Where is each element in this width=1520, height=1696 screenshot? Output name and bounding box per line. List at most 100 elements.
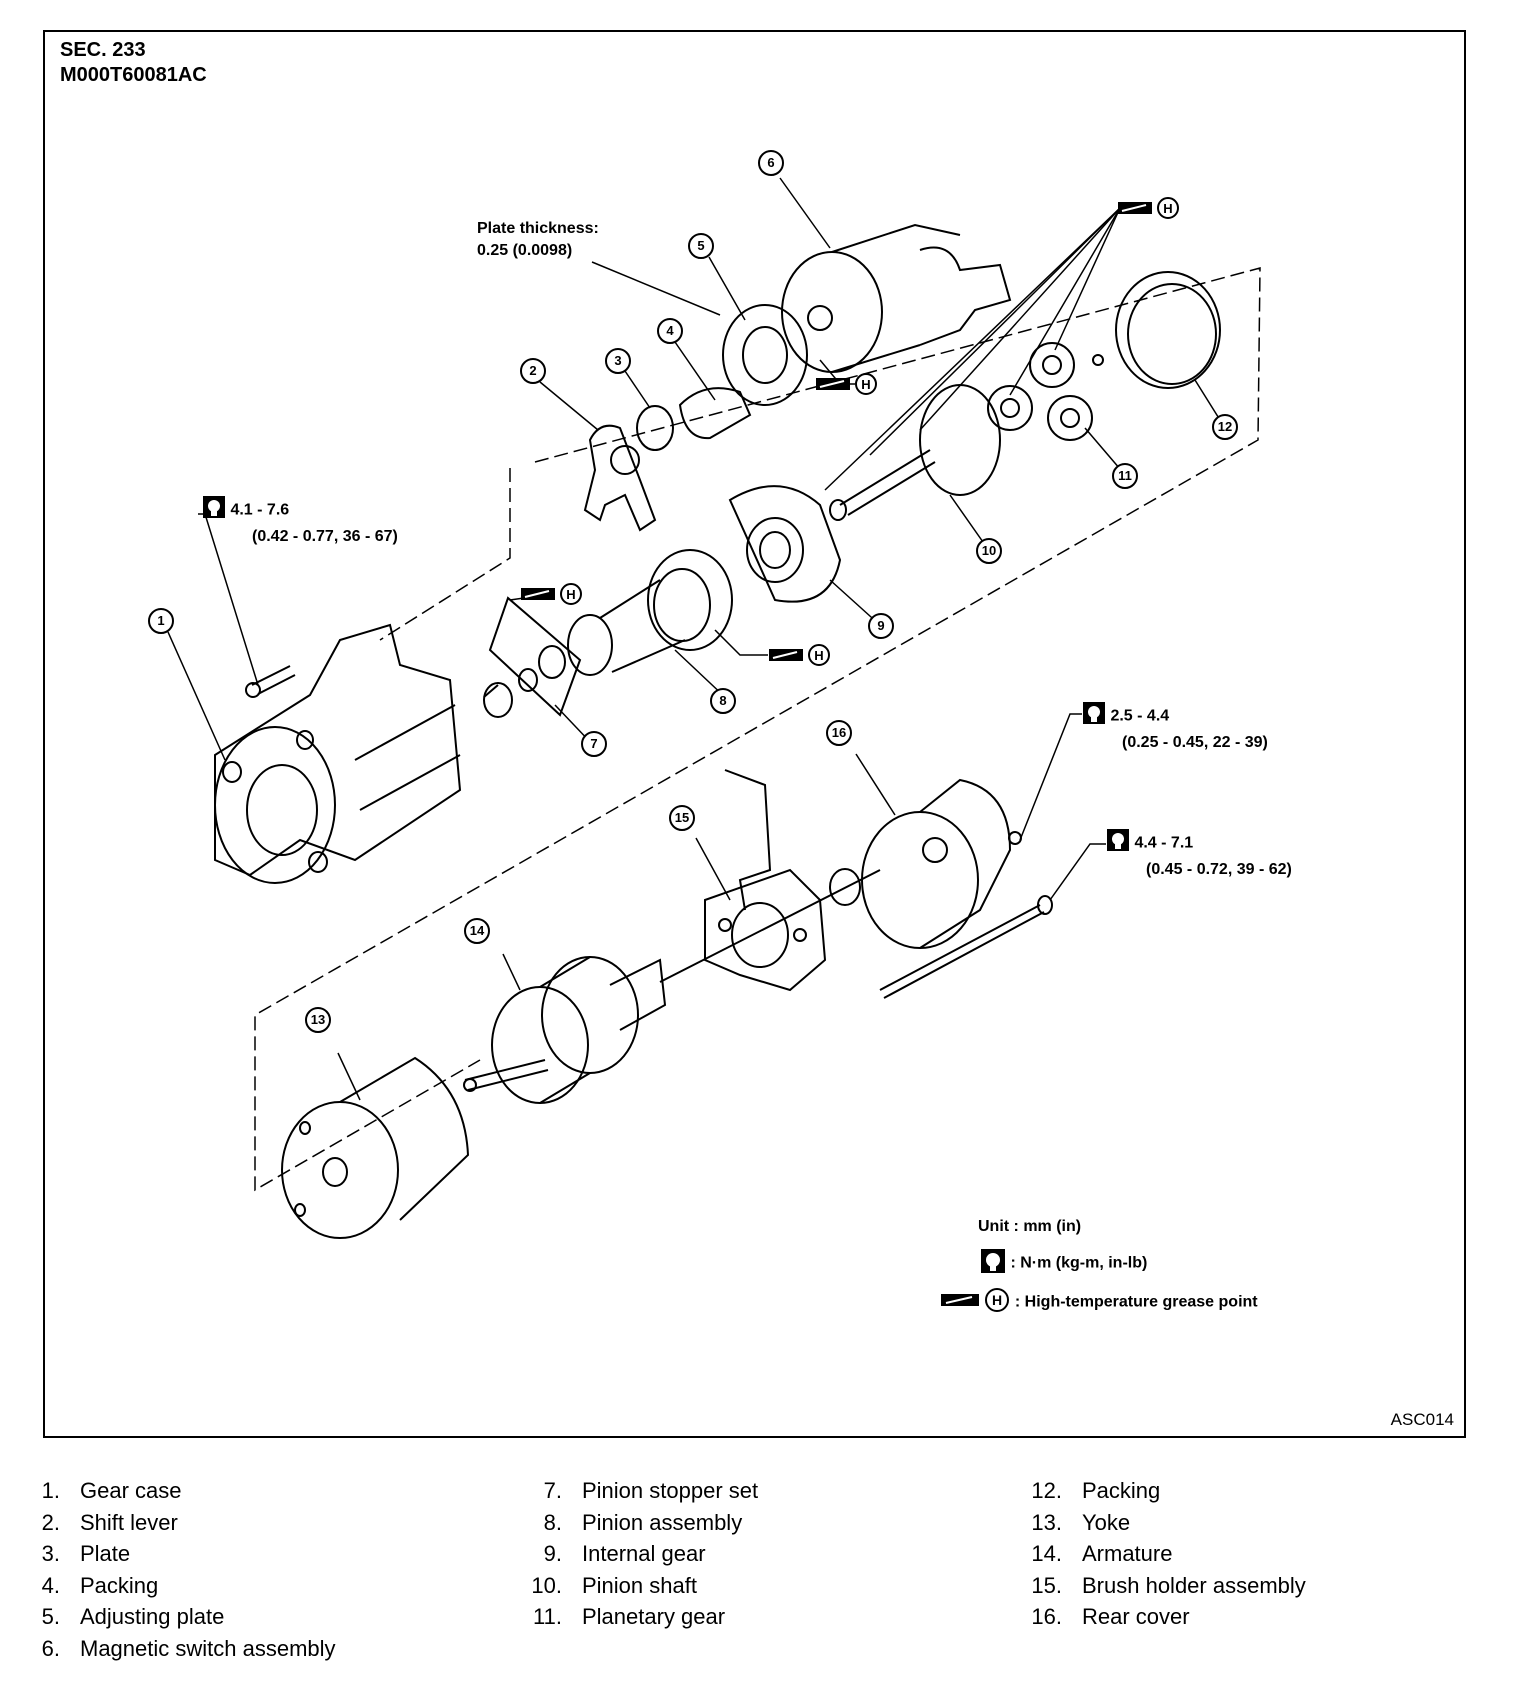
torque-callout-1: 4.1 - 7.6 (0.42 - 0.77, 36 - 67) — [202, 495, 398, 548]
yoke-drawing — [281, 1056, 470, 1239]
grease-marker-1: H — [1117, 196, 1180, 220]
part-name: Armature — [1082, 1541, 1173, 1566]
pinion-shaft-drawing — [829, 384, 1001, 521]
grease-h-circle-icon: H — [984, 1287, 1010, 1318]
rear-cover-drawing — [861, 778, 1022, 949]
parts-list-item: 10.Pinion shaft — [512, 1570, 758, 1602]
parts-list-col2: 7. Pinion stopper set 8. Pinion assembly 9. I… — [512, 1475, 758, 1633]
torque-unit-legend: : N·m (kg-m, in-lb) — [980, 1248, 1147, 1279]
part-number: 8. — [543, 1509, 562, 1535]
shift-lever-drawing — [583, 424, 657, 532]
callout-3: 3 — [605, 348, 631, 374]
torque-callout-3: 4.4 - 7.1 (0.45 - 0.72, 39 - 62) — [1106, 828, 1292, 881]
grease-gun-icon — [816, 378, 850, 390]
torque-wrench-icon — [980, 1248, 1006, 1279]
diagram-frame — [43, 30, 1466, 1438]
torque-range: 2.5 - 4.4 — [1110, 707, 1170, 725]
part-number: 15. — [1031, 1572, 1062, 1598]
torque-unit-text: : N·m (kg-m, in-lb) — [1010, 1254, 1148, 1272]
parts-list-item: 14.Armature — [1012, 1538, 1306, 1570]
parts-list-item: 15. Brush holder assembly — [1012, 1570, 1306, 1602]
part-number: 9. — [543, 1541, 562, 1566]
parts-list-item: 13.Yoke — [1012, 1507, 1306, 1539]
section-number: SEC. 233 — [60, 39, 146, 61]
pinion-assembly-drawing — [567, 549, 733, 676]
gear-case-drawing — [214, 623, 462, 884]
planetary-gears-drawing — [987, 342, 1093, 441]
part-name: Pinion shaft — [582, 1572, 697, 1598]
parts-list-item: 8. Pinion assembly — [512, 1507, 758, 1539]
svg-text:H: H — [814, 648, 823, 663]
parts-list-item: 9. Internal gear — [512, 1538, 758, 1570]
part-name: Internal gear — [582, 1541, 706, 1566]
bushing-drawing — [483, 682, 513, 718]
part-number: 6. — [41, 1635, 60, 1661]
grease-legend: H : High-temperature grease point — [940, 1287, 1258, 1318]
part-name: Pinion stopper set — [582, 1478, 759, 1503]
part-number: 12. — [1031, 1478, 1062, 1503]
packing-drawing — [678, 387, 752, 440]
callout-2: 2 — [520, 358, 546, 384]
part-name: Pinion assembly — [582, 1509, 743, 1535]
adjusting-plate-drawing — [722, 304, 808, 406]
callout-7: 7 — [581, 731, 607, 757]
pinion-stopper-drawing — [488, 596, 582, 717]
grease-h-circle-icon: H — [855, 373, 877, 395]
torque-range: 4.4 - 7.1 — [1134, 834, 1194, 852]
grease-gun-icon — [521, 588, 555, 600]
part-name: Planetary gear — [582, 1604, 726, 1629]
parts-list-item: 1.Gear case — [10, 1475, 336, 1507]
parts-list-item: 4.Packing — [10, 1570, 336, 1602]
leader-lines — [167, 177, 1226, 1101]
section-header: SEC. 233 M000T60081AC — [60, 38, 207, 88]
callout-11: 11 — [1112, 463, 1138, 489]
grease-h-circle-icon: H — [808, 644, 830, 666]
unit-note: Unit : mm (in) — [978, 1218, 1082, 1235]
grease-legend-text: : High-temperature grease point — [1014, 1293, 1258, 1311]
part-number: 11. — [533, 1604, 562, 1629]
callout-13: 13 — [305, 1007, 331, 1033]
plate-thickness-note: Plate thickness: 0.25 (0.0098) — [477, 218, 599, 262]
plate-thickness-label: Plate thickness: — [477, 220, 599, 237]
parts-list-item: 11. Planetary gear — [512, 1601, 758, 1633]
svg-text:H: H — [566, 587, 575, 602]
callout-12: 12 — [1212, 414, 1238, 440]
through-bolt-drawing — [879, 895, 1053, 999]
parts-list-item: 2.Shift lever — [10, 1507, 336, 1539]
part-name: Adjusting plate — [80, 1604, 225, 1629]
torque-wrench-icon — [1106, 828, 1130, 859]
part-number: 7. — [543, 1478, 562, 1503]
part-number: 3. — [41, 1541, 60, 1566]
part-number: 13. — [1031, 1509, 1062, 1535]
torque-wrench-icon — [202, 495, 226, 526]
part-name: Packing — [1082, 1478, 1161, 1503]
armature-drawing — [463, 869, 881, 1104]
callout-1: 1 — [148, 608, 174, 634]
part-name: Brush holder assembly — [1082, 1572, 1306, 1598]
callout-6: 6 — [758, 150, 784, 176]
torque-detail: (0.42 - 0.77, 36 - 67) — [252, 528, 398, 545]
part-name: Rear cover — [1082, 1604, 1190, 1629]
part-name: Packing — [80, 1572, 159, 1598]
packing-ring-drawing — [1092, 271, 1221, 389]
grease-h-circle-icon: H — [1157, 197, 1179, 219]
brush-holder-drawing — [704, 769, 861, 992]
grease-marker-letter: H — [992, 1292, 1002, 1308]
magnetic-switch-drawing — [781, 223, 1012, 373]
figure-code: M000T60081AC — [60, 64, 207, 86]
grease-marker-4: H — [768, 643, 831, 667]
parts-list-item: 12. Packing — [1012, 1475, 1306, 1507]
part-name: Magnetic switch assembly — [80, 1635, 336, 1661]
part-name: Plate — [80, 1541, 131, 1566]
torque-wrench-icon — [1082, 701, 1106, 732]
callout-14: 14 — [464, 918, 490, 944]
callout-4: 4 — [657, 318, 683, 344]
callout-15: 15 — [669, 805, 695, 831]
part-number: 2. — [41, 1509, 60, 1535]
parts-list-item: 3. Plate — [10, 1538, 336, 1570]
parts-list-item: 7. Pinion stopper set — [512, 1475, 758, 1507]
torque-callout-2: 2.5 - 4.4 (0.25 - 0.45, 22 - 39) — [1082, 701, 1268, 754]
grease-h-circle-icon: H — [560, 583, 582, 605]
